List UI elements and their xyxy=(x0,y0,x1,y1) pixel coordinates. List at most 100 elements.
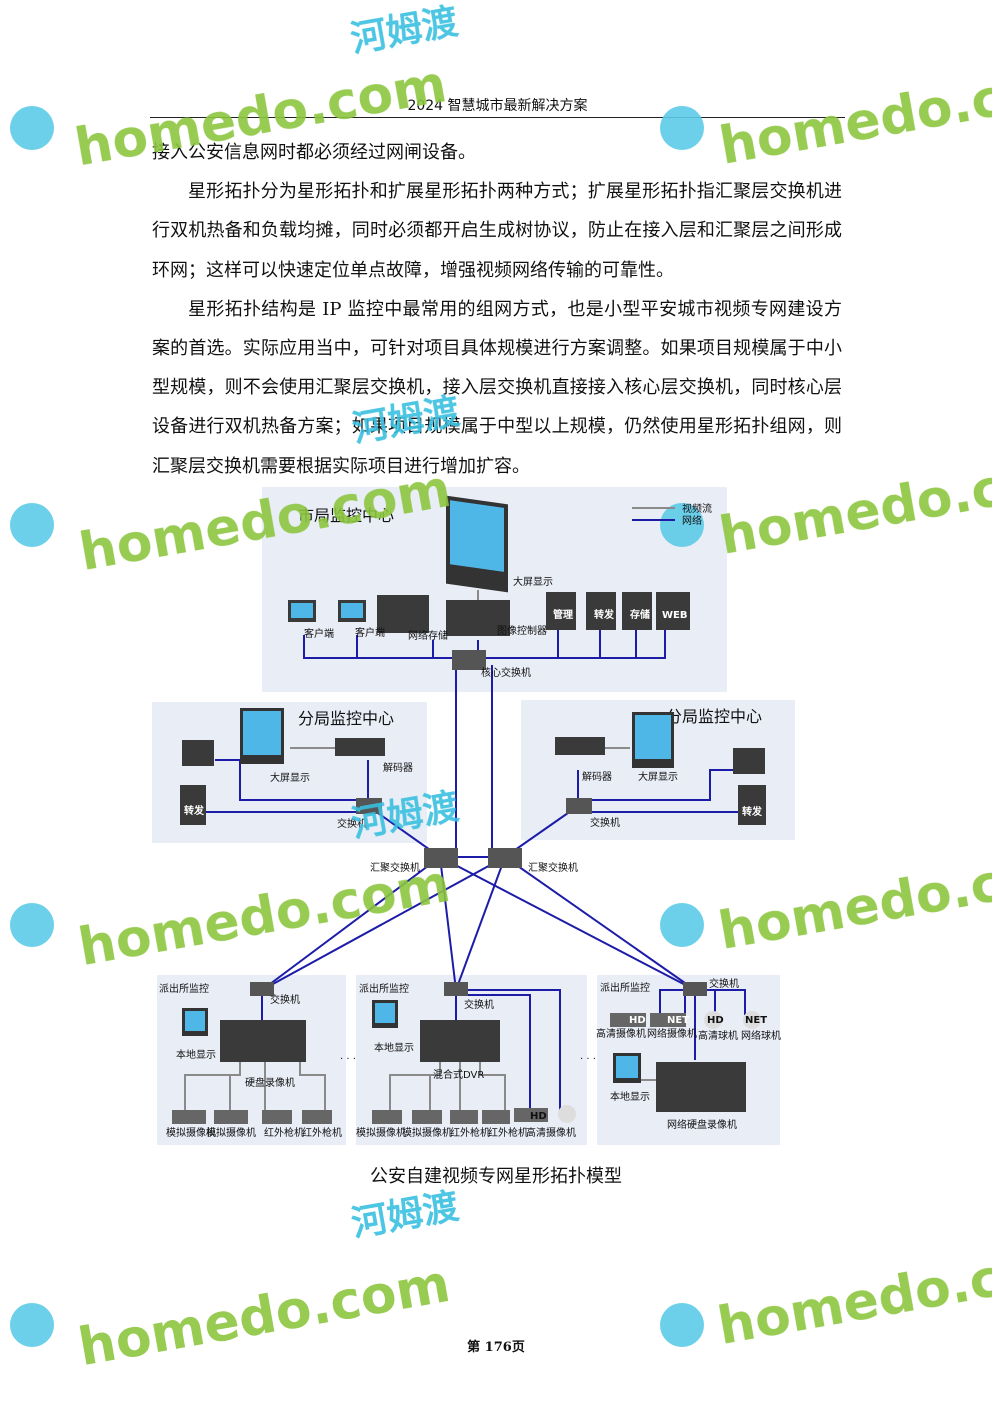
video-wall-screen xyxy=(635,715,671,759)
camera-label: 网络摄像机 xyxy=(647,1027,697,1040)
camera-label: 模拟摄像机 xyxy=(356,1126,406,1139)
core-switch-icon xyxy=(452,650,486,670)
switch-label: 交换机 xyxy=(709,977,739,990)
hd-badge: HD xyxy=(530,1111,547,1122)
watermark-text: homedo.com xyxy=(715,53,992,177)
monitor-screen xyxy=(616,1056,638,1078)
recorder-label: 硬盘录像机 xyxy=(245,1076,295,1089)
branch-right-title: 分局监控中心 xyxy=(666,707,762,726)
server-label: 转发 xyxy=(742,805,763,818)
wall-label: 大屏显示 xyxy=(638,770,678,783)
watermark-text: 河姆渡 xyxy=(348,1,461,60)
ip-cameras xyxy=(610,1011,761,1029)
switch-label: 交换机 xyxy=(337,817,367,830)
agg-switch-label: 汇聚交换机 xyxy=(370,861,420,874)
station-title: 派出所监控 xyxy=(159,982,209,995)
camera-label: 红外枪机 xyxy=(450,1126,490,1139)
watermark-text: 河姆渡 xyxy=(349,391,462,450)
camera-label: 模拟摄像机 xyxy=(166,1126,216,1139)
switch-label: 交换机 xyxy=(464,998,494,1011)
paragraph: 接入公安信息网时都必须经过网闸设备。 xyxy=(152,142,476,163)
display-label: 本地显示 xyxy=(610,1090,650,1103)
hd-badge: HD xyxy=(707,1015,724,1026)
server-icon xyxy=(738,785,766,825)
server-icon xyxy=(546,592,576,630)
server-icon xyxy=(622,592,652,630)
switch-icon xyxy=(444,982,468,996)
watermark-text: homedo.com xyxy=(74,1254,454,1378)
recorder-icon xyxy=(420,1020,500,1062)
station-title: 派出所监控 xyxy=(600,981,650,994)
switch-label: 交换机 xyxy=(590,816,620,829)
legend: 视频流 网络 xyxy=(632,502,712,527)
ellipsis: · · · xyxy=(340,1054,356,1065)
switch-label: 交换机 xyxy=(270,993,300,1006)
net-badge: NET xyxy=(745,1015,767,1026)
city-devices xyxy=(288,592,690,636)
cameras xyxy=(372,1105,576,1124)
server-label: 转发 xyxy=(594,608,615,621)
video-wall xyxy=(446,495,508,593)
flower-logo-icon xyxy=(10,106,704,1347)
camera-label: 高清摄像机 xyxy=(526,1126,576,1139)
legend-video-label: 视频流 xyxy=(682,502,712,515)
city-title: 市局监控中心 xyxy=(298,506,394,525)
branch-left-title: 分局监控中心 xyxy=(298,709,394,728)
header-rule xyxy=(150,117,845,118)
body-text: 接入公安信息网时都必须经过网闸设备。 星形拓扑分为星形拓扑和扩展星形拓扑两种方式… xyxy=(152,133,842,486)
watermark-text: homedo.com xyxy=(71,54,451,178)
hd-badge: HD xyxy=(629,1015,646,1026)
watermark-text: 河姆渡 xyxy=(348,1186,461,1245)
storage-icon xyxy=(377,595,429,633)
server-icon xyxy=(586,592,616,630)
watermark-text: homedo.com xyxy=(715,443,992,567)
recorder-icon xyxy=(220,1020,306,1062)
core-switch-label: 核心交换机 xyxy=(481,666,531,679)
figure-caption: 公安自建视频专网星形拓扑模型 xyxy=(370,1166,622,1187)
storage-label: 网络存储 xyxy=(408,629,448,642)
server-icon xyxy=(180,785,206,825)
server-icon xyxy=(656,592,690,630)
pc-icon xyxy=(733,748,765,774)
watermark-text: homedo.com xyxy=(714,838,992,962)
monitor-screen xyxy=(375,1003,395,1023)
paragraph: 星形拓扑结构是 IP 监控中最常用的组网方式，也是小型平安城市视频专网建设方案的… xyxy=(152,298,842,477)
decoder-icon xyxy=(555,737,605,755)
server-label: 管理 xyxy=(553,608,573,621)
page-number: 第 176页 xyxy=(467,1340,525,1355)
decoder-label: 解码器 xyxy=(582,770,612,783)
controller-label: 图像控制器 xyxy=(497,624,547,637)
recorder-label: 混合式DVR xyxy=(433,1068,484,1081)
camera-label: 红外枪机 xyxy=(302,1126,342,1139)
ellipsis: · · · xyxy=(580,1054,596,1065)
decoder-label: 解码器 xyxy=(383,761,413,774)
video-wall-screen xyxy=(243,711,281,755)
display-label: 本地显示 xyxy=(374,1041,414,1054)
decoder-icon xyxy=(335,738,385,756)
city-wall-label: 大屏显示 xyxy=(513,575,553,588)
switch-icon xyxy=(250,982,274,996)
switch-icon xyxy=(683,982,707,996)
display-label: 本地显示 xyxy=(176,1048,216,1061)
camera-label: 模拟摄像机 xyxy=(402,1126,452,1139)
server-label: 转发 xyxy=(184,804,205,817)
camera-label: 网络球机 xyxy=(741,1029,781,1042)
switch-icon xyxy=(356,798,382,814)
controller-icon xyxy=(446,600,510,636)
recorder-label: 网络硬盘录像机 xyxy=(667,1118,737,1131)
station-title: 派出所监控 xyxy=(359,982,409,995)
camera-label: 高清摄像机 xyxy=(596,1027,646,1040)
client-label: 客户端 xyxy=(355,626,385,639)
net-badge: NET xyxy=(667,1015,689,1026)
camera-label: 红外枪机 xyxy=(264,1126,304,1139)
agg-switch-label: 汇聚交换机 xyxy=(528,861,578,874)
nvr-icon xyxy=(656,1062,746,1112)
paragraph: 星形拓扑分为星形拓扑和扩展星形拓扑两种方式；扩展星形拓扑指汇聚层交换机进行双机热… xyxy=(152,181,842,281)
running-header: 2024 智慧城市最新解决方案 xyxy=(407,98,588,114)
agg-switch-icon xyxy=(424,848,458,868)
cameras xyxy=(172,1110,332,1124)
camera-label: 红外枪机 xyxy=(488,1126,528,1139)
server-label: WEB xyxy=(662,610,687,621)
